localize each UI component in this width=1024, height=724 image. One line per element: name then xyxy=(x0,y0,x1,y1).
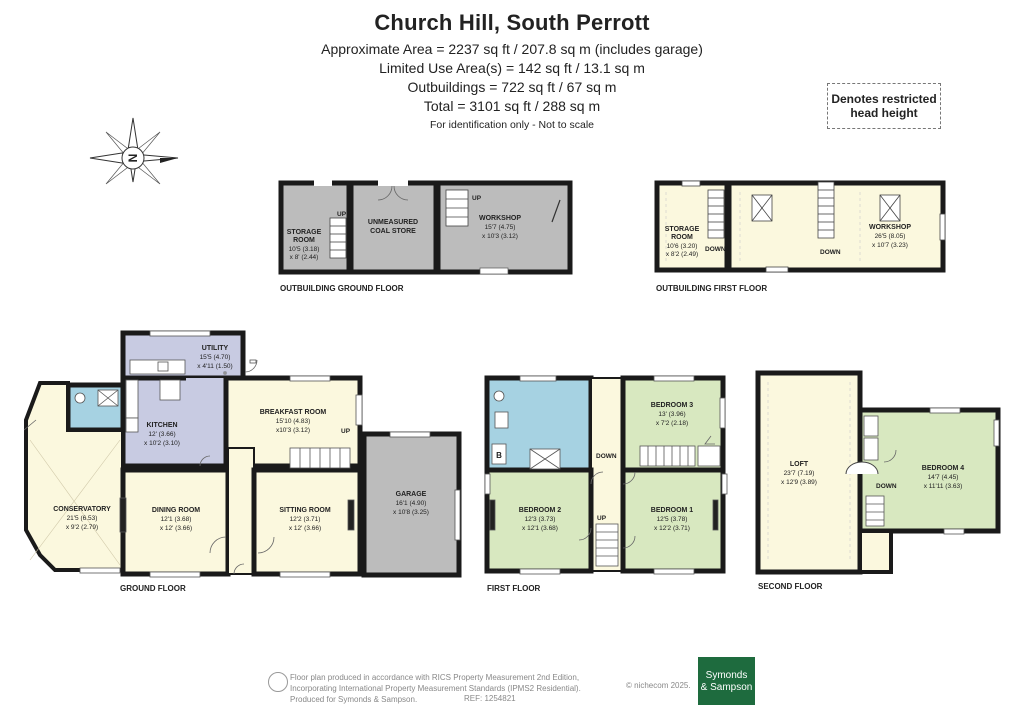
footer-note: Floor plan produced in accordance with R… xyxy=(290,673,581,704)
room-label: KITCHEN xyxy=(146,422,177,429)
second-floor: LOFT 23'7 (7.19) x 12'9 (3.89) BEDROOM 4… xyxy=(755,370,1001,591)
brand-logo: Symonds & Sampson xyxy=(698,657,755,705)
room-label: UP xyxy=(597,515,607,522)
room-dims: x10'3 (3.12) xyxy=(276,427,310,434)
room-label: COAL STORE xyxy=(370,228,416,235)
room-label: UP xyxy=(337,211,347,218)
room-label: STORAGE xyxy=(287,229,322,236)
room-label: CONSERVATORY xyxy=(53,506,111,513)
room-label: UP xyxy=(472,195,482,202)
stairs-icon xyxy=(329,189,469,259)
room-dims: x 12'1 (3.68) xyxy=(522,525,558,532)
fixtures-icon xyxy=(863,407,1000,535)
room-dims: 15'10 (4.83) xyxy=(276,418,311,425)
room-dims: 21'5 (6.53) xyxy=(67,515,98,522)
coal-store xyxy=(348,180,439,275)
room-label: DOWN xyxy=(820,249,841,256)
room-label: ROOM xyxy=(293,237,315,244)
footer-ref: © nichecom 2025. xyxy=(626,681,691,690)
fixtures-icon xyxy=(74,330,461,578)
room-dims: x 12'2 (3.71) xyxy=(654,525,690,532)
room-label: DOWN xyxy=(876,483,897,490)
room-dims: x 10'8 (3.25) xyxy=(393,509,429,516)
room-dims: x 12'9 (3.89) xyxy=(781,479,817,486)
room-dims: x 7'2 (2.18) xyxy=(656,420,688,427)
room-dims: 15'7 (4.75) xyxy=(485,224,516,231)
area-line: Limited Use Area(s) = 142 sq ft / 13.1 s… xyxy=(379,60,645,76)
area-line: Total = 3101 sq ft / 288 sq m xyxy=(423,98,601,114)
room-dims: x 12' (3.66) xyxy=(289,525,321,532)
room-label: BEDROOM 1 xyxy=(651,507,694,514)
area-line: Approximate Area = 2237 sq ft / 207.8 sq… xyxy=(321,41,703,57)
room-label: ROOM xyxy=(671,234,693,241)
header: Church Hill, South Perrott Approximate A… xyxy=(0,10,1024,131)
room-label: LOFT xyxy=(790,461,809,468)
room-dims: 12'1 (3.68) xyxy=(161,516,192,523)
floor-label: SECOND FLOOR xyxy=(758,582,823,591)
room-label: STORAGE xyxy=(665,226,700,233)
room-dims: 13' (3.96) xyxy=(658,411,685,418)
floor-label: OUTBUILDING GROUND FLOOR xyxy=(280,284,404,293)
room-dims: x 10'7 (3.23) xyxy=(872,242,908,249)
room-dims: 26'5 (8.05) xyxy=(875,233,906,240)
room-label: UNMEASURED xyxy=(368,219,418,226)
room-dims: x 11'11 (3.63) xyxy=(924,483,963,490)
page-title: Church Hill, South Perrott xyxy=(374,10,650,35)
reference-number: REF: 1254821 xyxy=(464,694,516,703)
fixtures-icon xyxy=(484,375,728,575)
ground-floor: UTILITY 15'5 (4.70) x 4'11 (1.50) KITCHE… xyxy=(23,330,462,593)
room-label: UP xyxy=(341,428,351,435)
room-label: DINING ROOM xyxy=(152,507,200,514)
room-label: BEDROOM 3 xyxy=(651,402,694,409)
room-dims: x 10'3 (3.12) xyxy=(482,233,518,240)
person-icon xyxy=(268,672,288,692)
room-dims: 10'5 (3.18) xyxy=(289,246,320,253)
loft-room xyxy=(755,370,863,575)
room-dims: x 10'2 (3.10) xyxy=(144,440,180,447)
room-label: BREAKFAST ROOM xyxy=(260,409,327,416)
room-label: SITTING ROOM xyxy=(279,507,331,514)
room-dims: 12' (3.66) xyxy=(148,431,175,438)
area-line: Outbuildings = 722 sq ft / 67 sq m xyxy=(407,79,617,95)
sitting-room xyxy=(251,467,363,577)
floor-label: OUTBUILDING FIRST FLOOR xyxy=(656,284,767,293)
outbuilding-ground-floor: UP UP STORAGE ROOM 10'5 (3.18) x 8' (2.4… xyxy=(278,180,573,293)
room-dims: x 9'2 (2.79) xyxy=(66,524,98,531)
restricted-height-legend: Denotes restricted head height xyxy=(827,83,941,129)
room-label: GARAGE xyxy=(396,491,427,498)
room-dims: x 4'11 (1.50) xyxy=(197,363,232,370)
room-label: DOWN xyxy=(705,246,726,253)
room-dims: 10'6 (3.20) xyxy=(667,243,698,250)
stairs-icon xyxy=(681,180,946,273)
room-label: BEDROOM 4 xyxy=(922,465,965,472)
hall xyxy=(227,447,255,575)
compass-icon: N xyxy=(89,117,179,185)
room-dims: 12'3 (3.73) xyxy=(525,516,556,523)
room-dims: 12'5 (3.78) xyxy=(657,516,688,523)
room-label: UTILITY xyxy=(202,345,229,352)
room-dims: 23'7 (7.19) xyxy=(784,470,815,477)
room-label: WORKSHOP xyxy=(869,224,911,231)
room-dims: 16'1 (4.90) xyxy=(396,500,427,507)
room-dims: x 12' (3.66) xyxy=(160,525,192,532)
room-dims: x 8'2 (2.49) xyxy=(666,251,698,258)
garage-room xyxy=(361,431,462,578)
room-dims: x 8' (2.44) xyxy=(290,254,319,261)
outbuilding-first-floor: DOWN DOWN STORAGE ROOM 10'6 (3.20) x 8'2… xyxy=(654,180,946,293)
room-label: BEDROOM 2 xyxy=(519,507,562,514)
disclaimer: For identification only - Not to scale xyxy=(430,119,594,131)
bedroom-1 xyxy=(620,467,726,574)
room-dims: 15'5 (4.70) xyxy=(200,354,231,361)
room-label: DOWN xyxy=(596,453,617,460)
room-label: WORKSHOP xyxy=(479,215,521,222)
room-dims: 12'2 (3.71) xyxy=(290,516,321,523)
room-dims: 14'7 (4.45) xyxy=(928,474,959,481)
bath-label: B xyxy=(496,451,502,460)
first-floor: B DOWN UP BEDROOM 3 13' (3.96) x 7'2 (2.… xyxy=(484,375,728,593)
floor-label: FIRST FLOOR xyxy=(487,584,541,593)
floor-label: GROUND FLOOR xyxy=(120,584,186,593)
compass-label: N xyxy=(126,154,140,163)
